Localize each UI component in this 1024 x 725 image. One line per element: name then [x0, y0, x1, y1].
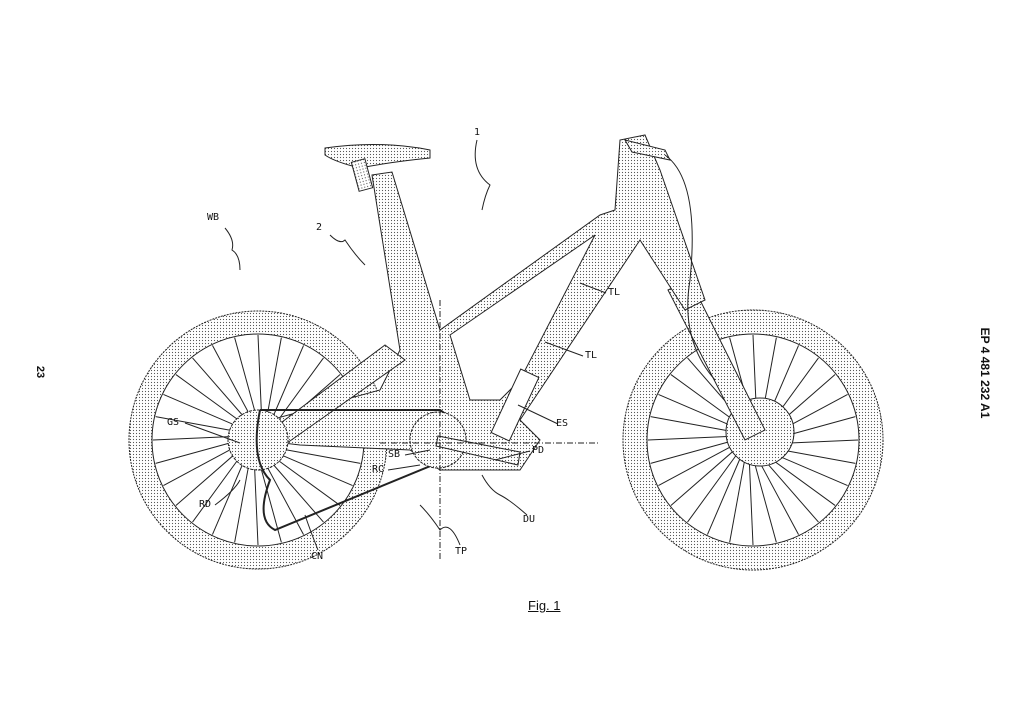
label-pedal: PD	[532, 445, 545, 456]
label-bicycle: 1	[474, 127, 481, 138]
front-wheel	[622, 309, 884, 571]
page-number: 23	[34, 365, 47, 379]
spoke	[658, 440, 742, 486]
spoke	[748, 451, 754, 546]
spoke	[751, 451, 777, 543]
label-wheelbase: WB	[207, 212, 220, 223]
saddle	[324, 143, 431, 169]
label-energy-storage: ES	[556, 418, 569, 429]
label-sprocket-bolt: SB	[388, 449, 401, 460]
spoke	[687, 445, 744, 523]
spoke	[650, 438, 742, 464]
label-rear-derailleur: RD	[199, 499, 212, 510]
label-frame: 2	[316, 222, 323, 233]
spoke	[706, 448, 745, 535]
label-transmission-plane: TP	[455, 546, 468, 557]
spoke	[729, 449, 747, 543]
battery	[490, 368, 540, 442]
label-drive-unit: DU	[523, 514, 536, 525]
leader-lines	[184, 139, 607, 551]
label-chain: CN	[311, 551, 324, 562]
brake-cable	[664, 154, 716, 381]
spoke	[670, 443, 742, 506]
label-tube-upper: TL	[608, 287, 621, 298]
label-gear-set: GS	[167, 417, 180, 428]
label-ring-chain: RC	[372, 464, 385, 475]
seatpost	[350, 158, 374, 192]
handlebar	[623, 139, 671, 161]
label-tube-lower: TL	[585, 350, 598, 361]
inner-triangle	[449, 234, 596, 401]
figure-caption: Fig. 1	[528, 598, 561, 613]
cassette	[227, 409, 289, 471]
publication-number: EP 4 481 232 A1	[978, 327, 992, 419]
